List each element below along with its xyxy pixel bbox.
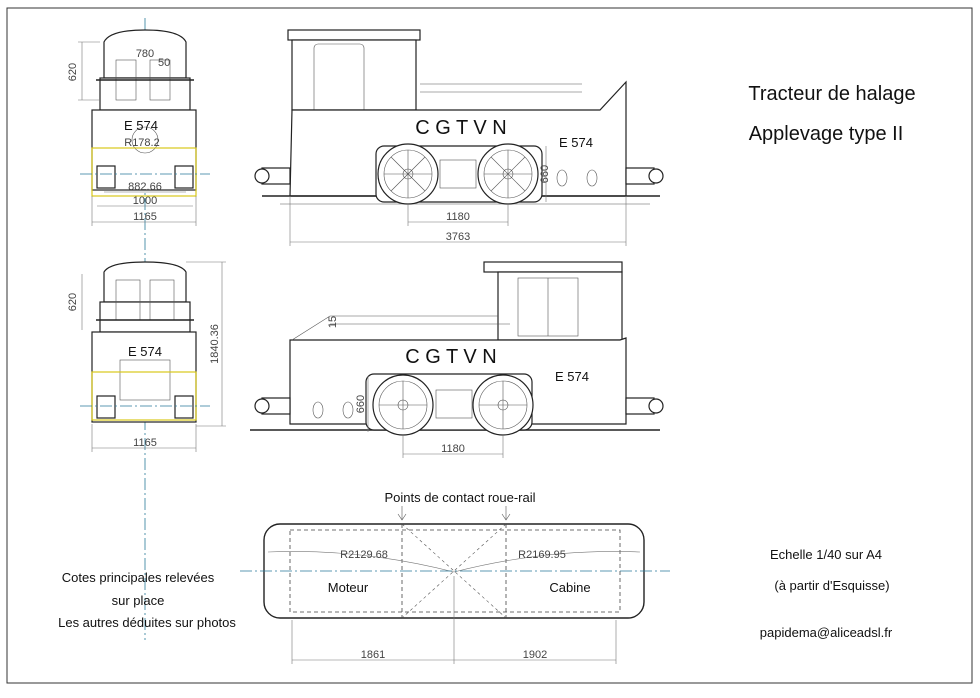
dim-front-buffer-span: 882.66 bbox=[128, 181, 162, 193]
side2-lettering: C G T V N bbox=[405, 346, 497, 368]
rear-number: E 574 bbox=[128, 344, 162, 359]
side-view-2: C G T V N E 574 15 660 1180 bbox=[250, 261, 664, 458]
dim-rear-total-height: 1840.36 bbox=[209, 324, 221, 364]
top-radius-right: R2169.95 bbox=[518, 549, 566, 561]
side1-roof bbox=[287, 29, 421, 41]
rear-cab-body bbox=[99, 301, 191, 333]
front-cab-roof bbox=[103, 29, 187, 79]
note-line-3: Les autres déduites sur photos bbox=[58, 615, 236, 630]
rear-cab-roof bbox=[103, 261, 187, 303]
front-cab-body bbox=[99, 77, 191, 111]
side1-cab bbox=[291, 39, 417, 111]
dim-top-left: 1861 bbox=[361, 649, 385, 661]
source-note: (à partir d'Esquisse) bbox=[774, 578, 889, 593]
front-frame-highlight bbox=[91, 147, 197, 197]
side-view-1: C G T V N E 574 660 1180 3763 bbox=[254, 29, 664, 246]
dim-front-cab-width: 780 bbox=[136, 48, 154, 60]
dim-front-small: 50 bbox=[158, 57, 170, 69]
sheet-border bbox=[6, 7, 973, 684]
top-radius-left: R2129.68 bbox=[340, 549, 388, 561]
author-email: papidema@aliceadsl.fr bbox=[760, 625, 893, 640]
side2-wheel-left bbox=[372, 374, 434, 436]
front-number: E 574 bbox=[124, 118, 158, 133]
dim-side2-wheelbase: 1180 bbox=[441, 443, 465, 455]
drawing-subtitle: Applevage type II bbox=[749, 123, 904, 145]
dim-rear-overall-width: 1165 bbox=[133, 437, 157, 449]
drawing-title: Tracteur de halage bbox=[748, 83, 915, 105]
side2-cab bbox=[497, 271, 623, 341]
side1-lettering: C G T V N bbox=[415, 117, 507, 139]
dim-front-overall-width: 1165 bbox=[133, 211, 157, 223]
note-line-2: sur place bbox=[112, 593, 165, 608]
rear-view: E 574 620 1840.36 1165 bbox=[67, 261, 226, 452]
front-view: 620 780 50 E 574 R178.2 882.66 1000 1165 bbox=[67, 18, 210, 640]
scale-note: Echelle 1/40 sur A4 bbox=[770, 547, 882, 562]
side2-wheel-right bbox=[472, 374, 534, 436]
dim-side2-wheel: 660 bbox=[355, 395, 367, 413]
side1-wheel-right bbox=[477, 143, 539, 205]
dim-top-right: 1902 bbox=[523, 649, 547, 661]
top-view-heading: Points de contact roue-rail bbox=[384, 490, 535, 505]
top-view: Points de contact roue-rail R2129.68 R21… bbox=[240, 490, 670, 664]
top-label-engine: Moteur bbox=[328, 580, 369, 595]
top-label-cab: Cabine bbox=[549, 580, 590, 595]
dim-rear-cab-height: 620 bbox=[67, 293, 79, 311]
dim-front-cab-height: 620 bbox=[67, 63, 79, 81]
note-line-1: Cotes principales relevées bbox=[62, 570, 215, 585]
dim-side2-small: 15 bbox=[327, 316, 339, 328]
dim-side1-wheelbase: 1180 bbox=[446, 211, 470, 223]
rear-frame-highlight bbox=[91, 371, 197, 421]
dim-front-wheel: R178.2 bbox=[124, 137, 159, 149]
side1-number: E 574 bbox=[559, 135, 593, 150]
dim-front-track: 1000 bbox=[133, 195, 157, 207]
radius-arc-right bbox=[453, 551, 641, 573]
side2-number: E 574 bbox=[555, 369, 589, 384]
dim-side1-overall-length: 3763 bbox=[446, 231, 470, 243]
dim-side1-wheel: 660 bbox=[539, 165, 551, 183]
radius-arc-left bbox=[267, 551, 455, 573]
side2-roof bbox=[483, 261, 623, 273]
side1-wheel-left bbox=[377, 143, 439, 205]
